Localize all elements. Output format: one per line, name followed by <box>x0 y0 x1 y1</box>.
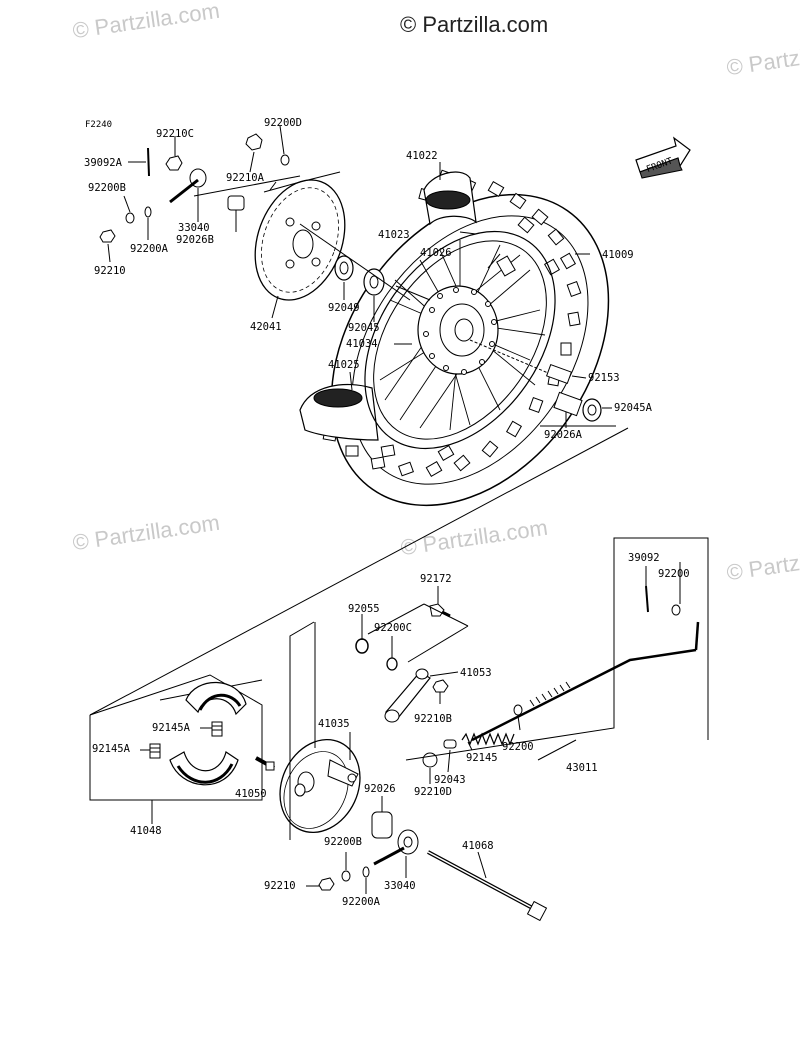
part-label-92210D[interactable]: 92210D <box>414 786 452 798</box>
pin-92043 <box>443 739 457 749</box>
part-label-41023[interactable]: 41023 <box>378 229 410 241</box>
part-label-92045A[interactable]: 92045A <box>614 402 652 414</box>
part-label-92145[interactable]: 92145 <box>466 752 498 764</box>
cotter-pin-39092A <box>147 147 150 177</box>
spring-92145A-2 <box>149 743 161 759</box>
tube-bottom <box>313 388 363 408</box>
part-label-92145A[interactable]: 92145A <box>152 722 190 734</box>
part-label-41009[interactable]: 41009 <box>602 249 634 261</box>
part-label-92210A[interactable]: 92210A <box>226 172 264 184</box>
cotter-pin-39092 <box>645 585 649 613</box>
part-label-33040-bot[interactable]: 33040 <box>384 880 416 892</box>
valve-stem <box>496 255 516 277</box>
part-label-92200A-bot[interactable]: 92200A <box>342 896 380 908</box>
sprocket <box>254 179 346 301</box>
washer-92200A <box>144 206 152 218</box>
washer-92200A-bot <box>362 866 370 878</box>
washer-92200 <box>513 704 523 716</box>
rod-thread <box>529 681 571 707</box>
part-label-92026B[interactable]: 92026B <box>176 234 214 246</box>
part-label-39092A[interactable]: 39092A <box>84 157 122 169</box>
part-label-92210-bot[interactable]: 92210 <box>264 880 296 892</box>
hub-spoke-holes <box>423 287 497 375</box>
washer-92200B <box>125 212 135 224</box>
part-label-41048[interactable]: 41048 <box>130 825 162 837</box>
part-label-92049[interactable]: 92049 <box>328 302 360 314</box>
part-label-41025[interactable]: 41025 <box>328 359 360 371</box>
part-label-92210B[interactable]: 92210B <box>414 713 452 725</box>
brake-rod <box>471 648 697 742</box>
part-label-92153[interactable]: 92153 <box>588 372 620 384</box>
oring-92055 <box>355 638 369 654</box>
washer-92200B-bot <box>341 870 351 882</box>
part-label-39092[interactable]: 39092 <box>628 552 660 564</box>
washer-92200C <box>386 657 398 671</box>
part-label-92045[interactable]: 92045 <box>348 322 380 334</box>
part-label-41053[interactable]: 41053 <box>460 667 492 679</box>
nut-92210B <box>432 679 449 693</box>
part-label-41034[interactable]: 41034 <box>346 338 378 350</box>
nut-92210A <box>245 133 263 151</box>
divider-line <box>89 427 629 716</box>
nut-92210C <box>165 155 183 171</box>
nut-92210-bot <box>318 877 335 891</box>
watermark-main: © Partzilla.com <box>400 12 549 37</box>
hub-bore <box>454 318 474 342</box>
brake-panel <box>279 738 361 834</box>
part-label-41022[interactable]: 41022 <box>406 150 438 162</box>
part-label-41050[interactable]: 41050 <box>235 788 267 800</box>
brake-shoe-upper <box>185 681 247 716</box>
wheel-rim-inner <box>373 240 547 440</box>
part-label-92200B[interactable]: 92200B <box>88 182 126 194</box>
axle-spacer-bolt <box>545 363 573 385</box>
collar-92026 <box>371 811 393 839</box>
figure-code: F2240 <box>85 120 113 130</box>
part-label-41035[interactable]: 41035 <box>318 718 350 730</box>
part-label-43011[interactable]: 43011 <box>566 762 598 774</box>
part-label-92200D[interactable]: 92200D <box>264 117 302 129</box>
spring-92145A <box>211 721 223 737</box>
nut-92210 <box>99 229 116 243</box>
part-label-92200-mid[interactable]: 92200 <box>502 741 534 753</box>
part-label-92200C[interactable]: 92200C <box>374 622 412 634</box>
spring-92145 <box>461 732 515 746</box>
part-label-33040[interactable]: 33040 <box>178 222 210 234</box>
washer-92200-top <box>671 604 681 616</box>
part-label-92172[interactable]: 92172 <box>420 573 452 585</box>
part-label-92055[interactable]: 92055 <box>348 603 380 615</box>
wheel-rim <box>364 230 556 450</box>
part-label-92026A[interactable]: 92026A <box>544 429 582 441</box>
part-label-92210C[interactable]: 92210C <box>156 128 194 140</box>
collar-92026A <box>553 391 583 417</box>
part-label-92145A-2[interactable]: 92145A <box>92 743 130 755</box>
tube-top <box>425 190 471 210</box>
collar-92026B <box>227 195 245 211</box>
part-label-92026[interactable]: 92026 <box>364 783 396 795</box>
part-label-42041[interactable]: 42041 <box>250 321 282 333</box>
front-arrow-icon: FRONT <box>635 136 691 179</box>
part-label-92200[interactable]: 92200 <box>658 568 690 580</box>
part-label-92200B-bot[interactable]: 92200B <box>324 836 362 848</box>
part-label-41068[interactable]: 41068 <box>462 840 494 852</box>
part-label-41026[interactable]: 41026 <box>420 247 452 259</box>
part-label-92200A[interactable]: 92200A <box>130 243 168 255</box>
part-label-92210[interactable]: 92210 <box>94 265 126 277</box>
washer-92200D <box>280 154 290 166</box>
part-label-92043[interactable]: 92043 <box>434 774 466 786</box>
